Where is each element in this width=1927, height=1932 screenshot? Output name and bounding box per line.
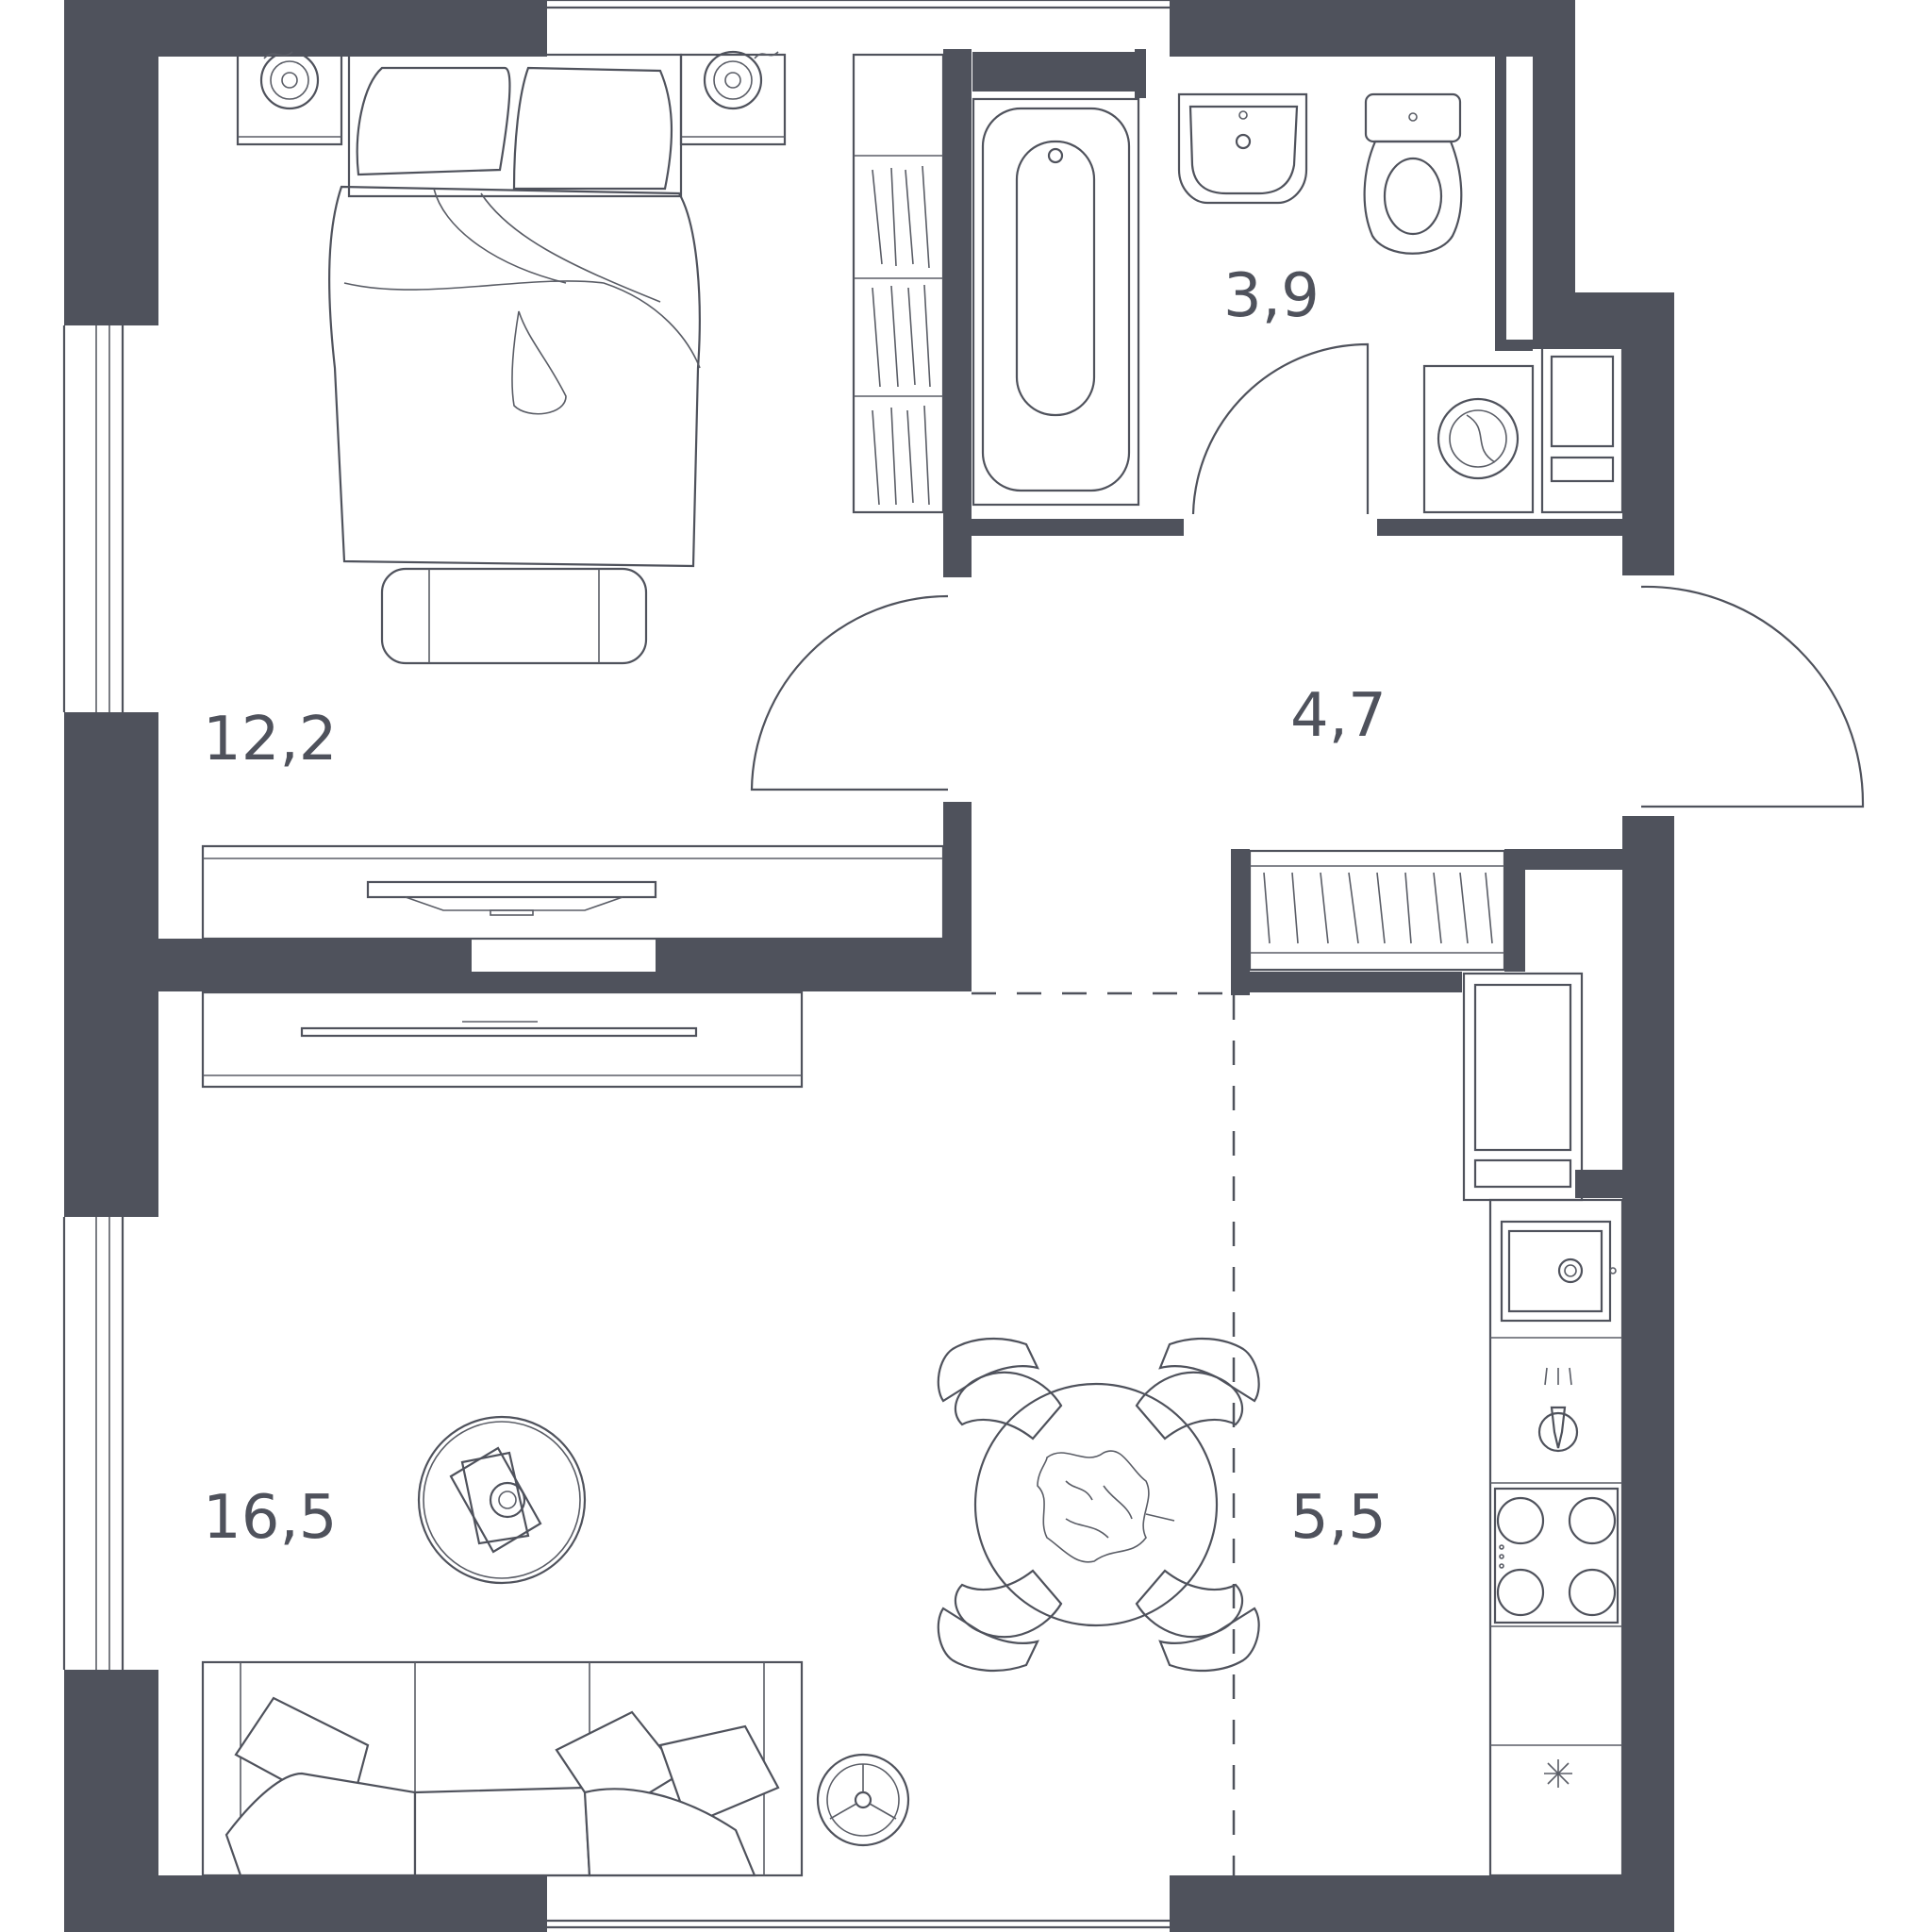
- stove-icon: [1493, 1487, 1620, 1624]
- window-icon: [62, 325, 158, 712]
- bathtub-icon: [972, 97, 1140, 507]
- chair-icon: [1135, 1569, 1260, 1673]
- window-icon: [62, 1217, 125, 1670]
- chair-icon: [1135, 1337, 1260, 1441]
- room-area-kitchen: 5,5: [1290, 1483, 1387, 1553]
- wardrobe-icon: [1248, 849, 1506, 972]
- oven-icon: [1537, 1367, 1579, 1453]
- kitchen-counter: [1488, 1198, 1624, 1877]
- coffee-table-icon: [417, 1415, 587, 1585]
- bench-icon: [380, 567, 648, 665]
- washing-machine-icon: [1540, 345, 1624, 514]
- room-area-bedroom: 12,2: [203, 705, 338, 774]
- room-area-living-room: 16,5: [203, 1483, 338, 1553]
- chair-icon: [937, 1337, 1063, 1441]
- tv-icon: [201, 844, 945, 941]
- nightstand-lamp-icon: [236, 50, 343, 146]
- room-area-hallway: 4,7: [1290, 681, 1387, 751]
- dining-table-icon: [973, 1382, 1219, 1627]
- room-area-bathroom: 3,9: [1223, 261, 1320, 331]
- bed-icon: [328, 53, 701, 568]
- snowflake-icon: [1544, 1759, 1572, 1788]
- window-icon: [547, 1919, 1170, 1929]
- fridge-icon: [1462, 972, 1584, 1202]
- walls: [64, 0, 1674, 1932]
- washing-machine-icon: [1422, 364, 1535, 514]
- vacuum-robot-icon: [816, 1753, 910, 1847]
- wardrobe-icon: [852, 53, 945, 514]
- door-swing-icon: [1640, 585, 1865, 808]
- toilet-icon: [1363, 92, 1463, 255]
- sink-icon: [1177, 92, 1308, 205]
- kitchen-sink-icon: [1500, 1220, 1617, 1323]
- nightstand-lamp-icon: [679, 50, 787, 146]
- door-swing-icon: [750, 594, 949, 791]
- sofa-icon: [201, 1660, 804, 1877]
- tv-icon: [201, 991, 804, 1089]
- chair-icon: [937, 1569, 1063, 1673]
- door-swing-icon: [1191, 342, 1370, 515]
